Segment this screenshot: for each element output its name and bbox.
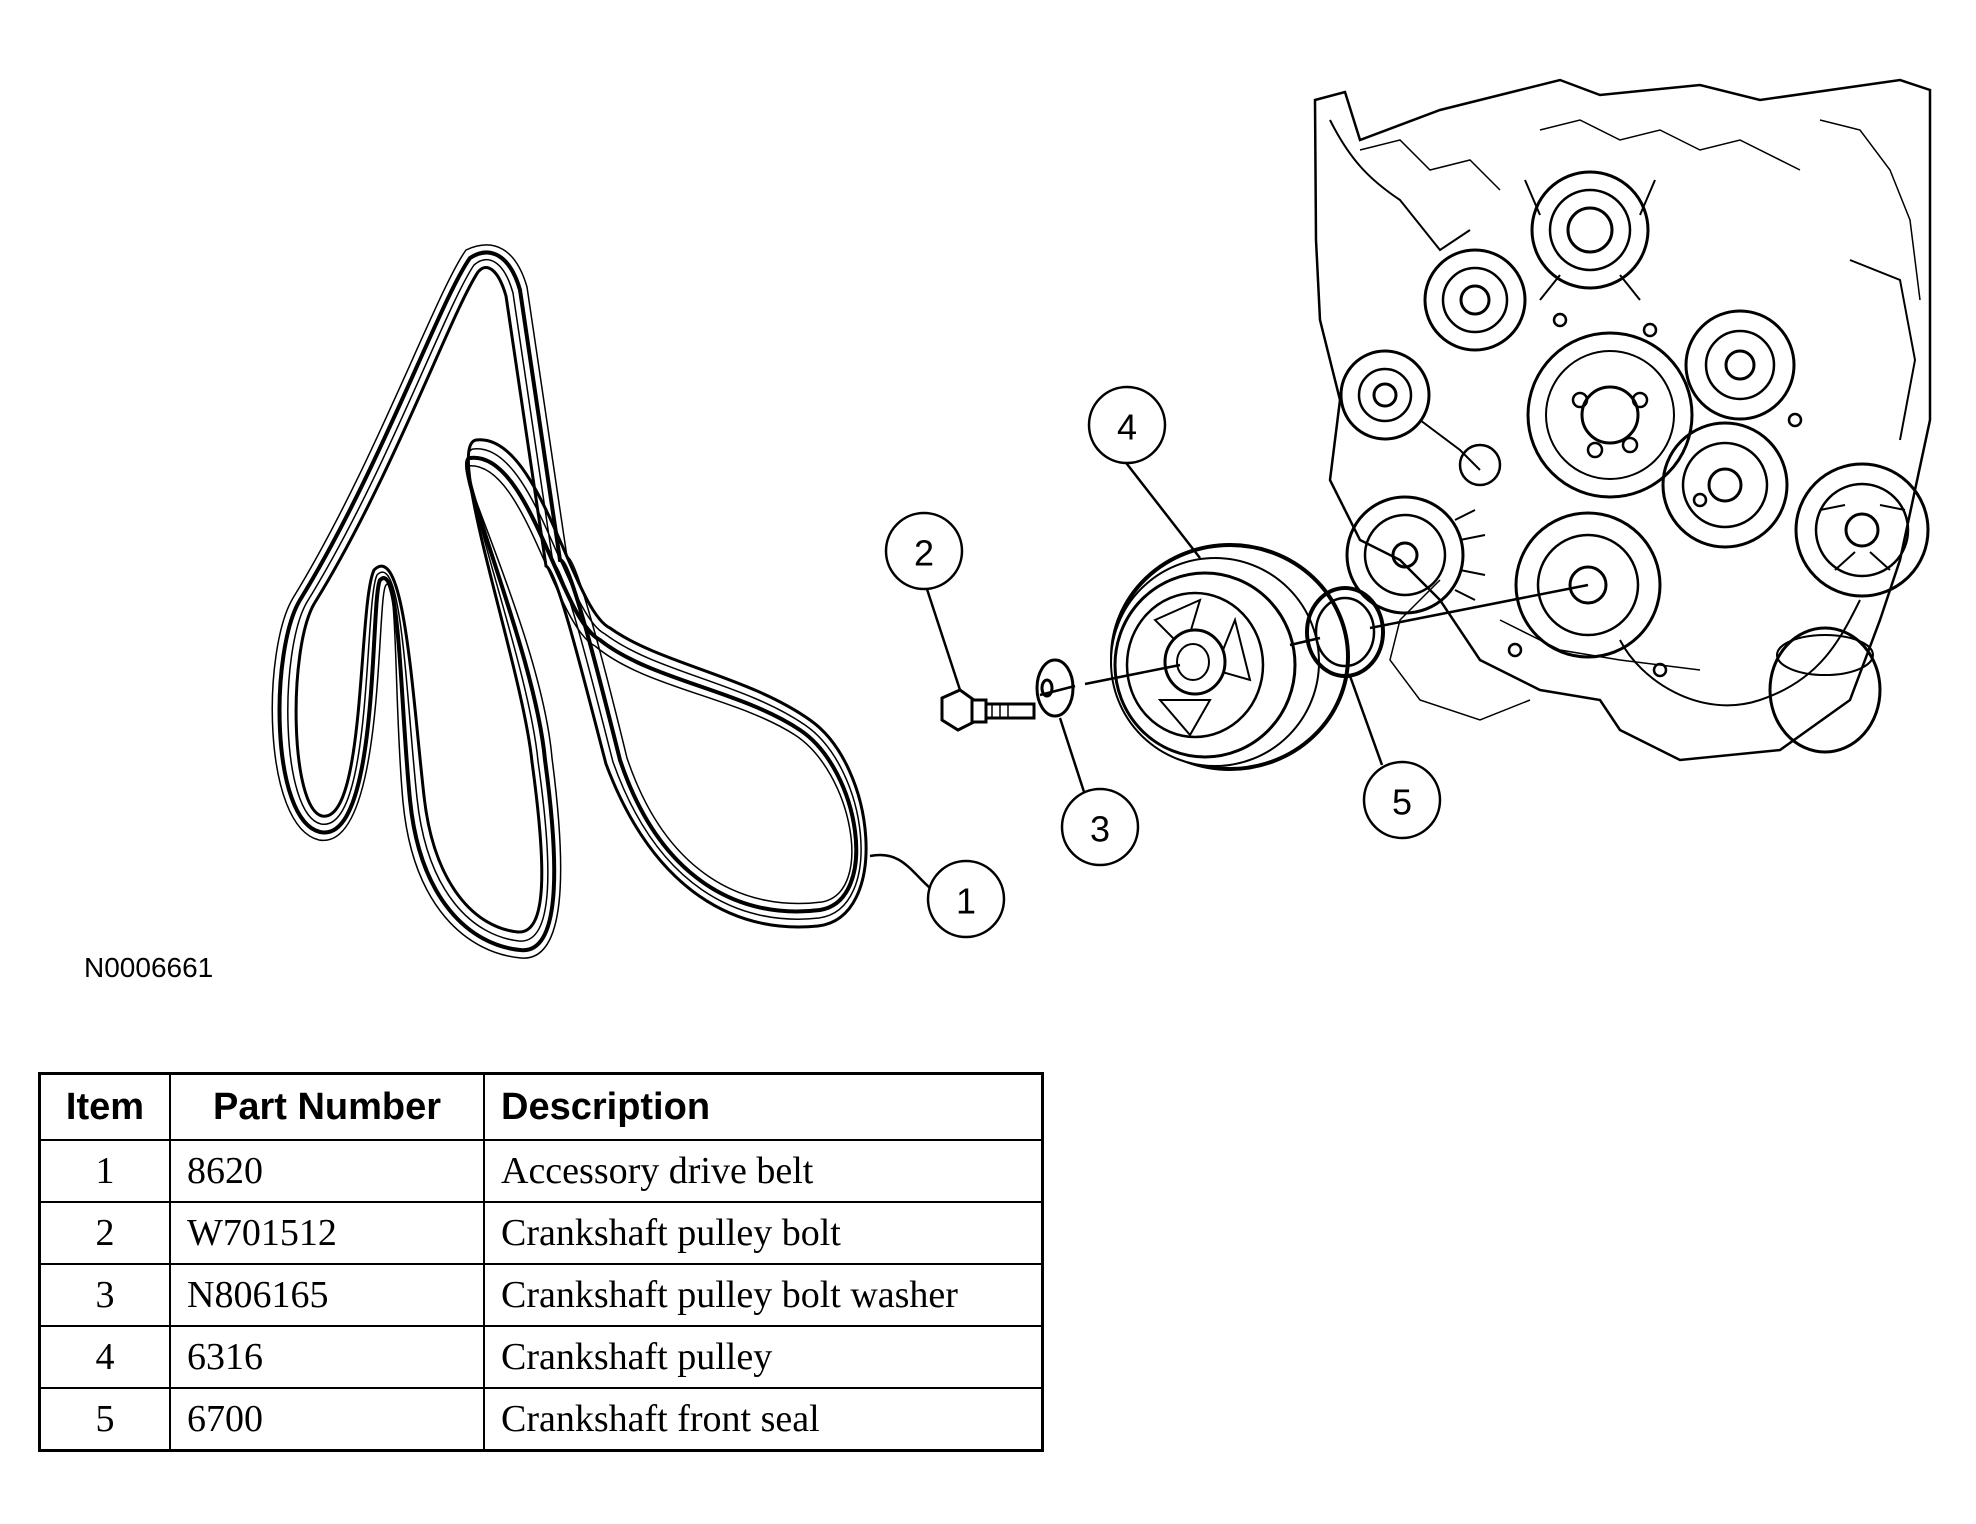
callout-1: 1	[926, 859, 1006, 939]
cell-description: Accessory drive belt	[483, 1139, 1044, 1203]
header-item: Item	[38, 1072, 171, 1141]
callout-5: 5	[1362, 760, 1442, 840]
header-part-number: Part Number	[169, 1072, 485, 1141]
callout-1-label: 1	[956, 881, 976, 922]
figure-id: N0006661	[84, 952, 214, 983]
callout-4: 4	[1087, 385, 1167, 465]
cell-description: Crankshaft pulley bolt	[483, 1201, 1044, 1265]
leader-5	[1348, 675, 1384, 766]
table-row: 1 8620 Accessory drive belt	[38, 1139, 1044, 1203]
header-description: Description	[483, 1072, 1044, 1141]
cell-part-number: 6316	[169, 1325, 485, 1389]
table-header-row: Item Part Number Description	[38, 1072, 1044, 1141]
table-row: 3 N806165 Crankshaft pulley bolt washer	[38, 1263, 1044, 1327]
callout-3-label: 3	[1090, 809, 1110, 850]
parts-table: Item Part Number Description 1 8620 Acce…	[38, 1072, 1044, 1452]
table-row: 2 W701512 Crankshaft pulley bolt	[38, 1201, 1044, 1265]
cell-description: Crankshaft front seal	[483, 1387, 1044, 1452]
cell-part-number: N806165	[169, 1263, 485, 1327]
assembly-axis-line	[1039, 583, 1589, 697]
crankshaft-pulley-bolt	[940, 688, 1036, 732]
leader-4	[1119, 454, 1201, 559]
table-row: 5 6700 Crankshaft front seal	[38, 1387, 1044, 1452]
callout-2: 2	[884, 511, 964, 591]
callout-2-label: 2	[914, 533, 934, 574]
crankshaft-front-seal	[1305, 586, 1385, 678]
engine-assembly	[1313, 78, 1932, 762]
leader-3	[1058, 717, 1087, 796]
cell-item: 5	[38, 1387, 171, 1452]
cell-item: 3	[38, 1263, 171, 1327]
cell-item: 2	[38, 1201, 171, 1265]
leader-1	[869, 853, 931, 889]
callout-4-label: 4	[1117, 407, 1137, 448]
crankshaft-pulley	[1110, 543, 1350, 771]
cell-description: Crankshaft pulley	[483, 1325, 1044, 1389]
table-row: 4 6316 Crankshaft pulley	[38, 1325, 1044, 1389]
callout-3: 3	[1060, 787, 1140, 867]
cell-part-number: W701512	[169, 1201, 485, 1265]
cell-item: 4	[38, 1325, 171, 1389]
cell-description: Crankshaft pulley bolt washer	[483, 1263, 1044, 1327]
accessory-drive-belt	[271, 244, 868, 959]
cell-part-number: 6700	[169, 1387, 485, 1452]
cell-part-number: 8620	[169, 1139, 485, 1203]
cell-item: 1	[38, 1139, 171, 1203]
leader-lines	[869, 454, 1384, 889]
callout-5-label: 5	[1392, 782, 1412, 823]
leader-2	[922, 579, 962, 691]
